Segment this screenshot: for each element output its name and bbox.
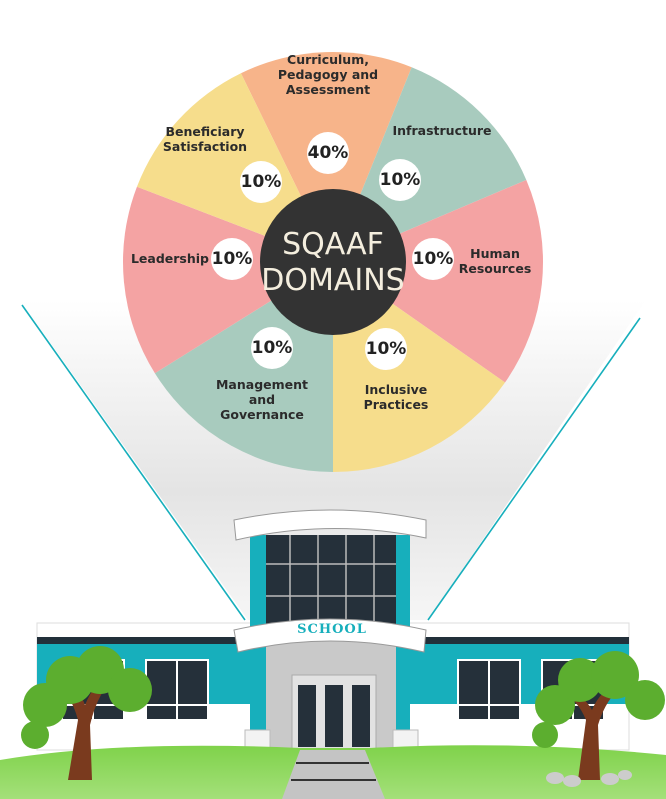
domain-label-infrastructure: Infrastructure xyxy=(393,123,492,138)
percent-badge xyxy=(251,327,293,369)
beam-edge-right xyxy=(427,317,641,621)
slice-leadership xyxy=(123,186,333,374)
beam-edge-left xyxy=(21,304,246,621)
domain-percent-curriculum: 40% xyxy=(308,143,349,163)
tree-right xyxy=(532,651,665,787)
percent-badge xyxy=(240,161,282,203)
school-sign: SCHOOL xyxy=(297,622,367,637)
center-title-line2: DOMAINS xyxy=(261,263,404,298)
domain-percent-beneficiary-satisfaction: 10% xyxy=(241,172,282,192)
slice-human-resources xyxy=(333,179,544,383)
domain-percent-infrastructure: 10% xyxy=(380,170,421,190)
percent-badge xyxy=(412,238,454,280)
domain-percent-inclusive-practices: 10% xyxy=(366,339,407,359)
domain-percent-leadership: 10% xyxy=(212,249,253,269)
domain-percent-management-governance: 10% xyxy=(252,338,293,358)
domain-percent-human-resources: 10% xyxy=(413,249,454,269)
percent-badge xyxy=(307,132,349,174)
percent-badge xyxy=(211,238,253,280)
tree-left xyxy=(21,646,152,780)
center-title-line1: SQAAF xyxy=(282,227,384,262)
domain-label-leadership: Leadership xyxy=(131,251,209,266)
center-circle xyxy=(260,189,406,335)
percent-badge xyxy=(379,159,421,201)
percent-badge xyxy=(365,328,407,370)
